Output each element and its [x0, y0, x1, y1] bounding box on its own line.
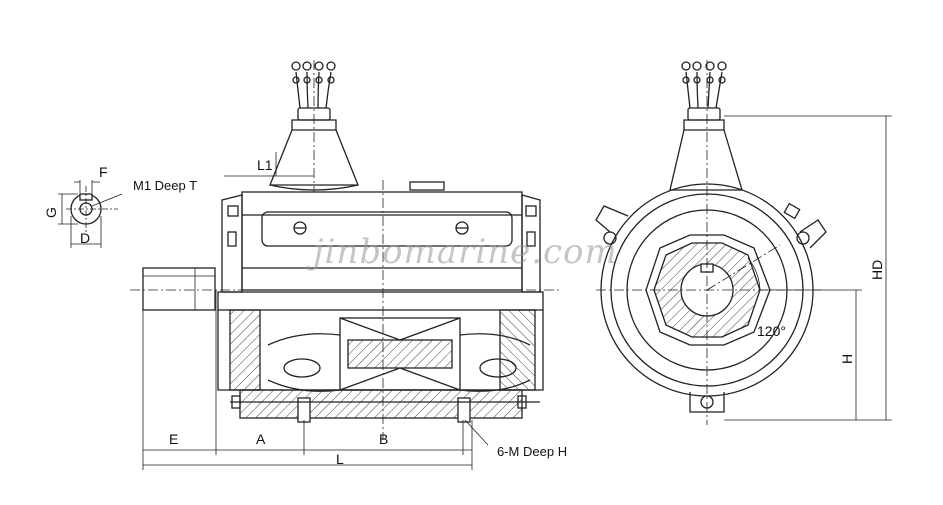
dim-label-L1: L1: [257, 157, 273, 173]
motor-front-view: [595, 60, 892, 425]
dim-label-E: E: [169, 431, 179, 447]
dim-label-D: D: [80, 230, 91, 246]
dim-label-H: H: [839, 353, 855, 364]
dim-label-angle: 120°: [757, 323, 786, 339]
dim-label-F: F: [99, 164, 108, 180]
note-m1-deep-t: M1 Deep T: [133, 178, 198, 193]
watermark: jinbomarine.com: [313, 232, 618, 272]
dim-label-A: A: [256, 431, 266, 447]
shaft-end-detail: [58, 180, 123, 248]
dim-label-B: B: [379, 431, 389, 447]
motor-side-view: [130, 60, 560, 470]
note-6m-deep-h: 6-M Deep H: [497, 444, 568, 459]
dim-label-G: G: [43, 207, 59, 218]
dim-label-HD: HD: [869, 259, 885, 280]
dim-label-L: L: [336, 451, 344, 467]
